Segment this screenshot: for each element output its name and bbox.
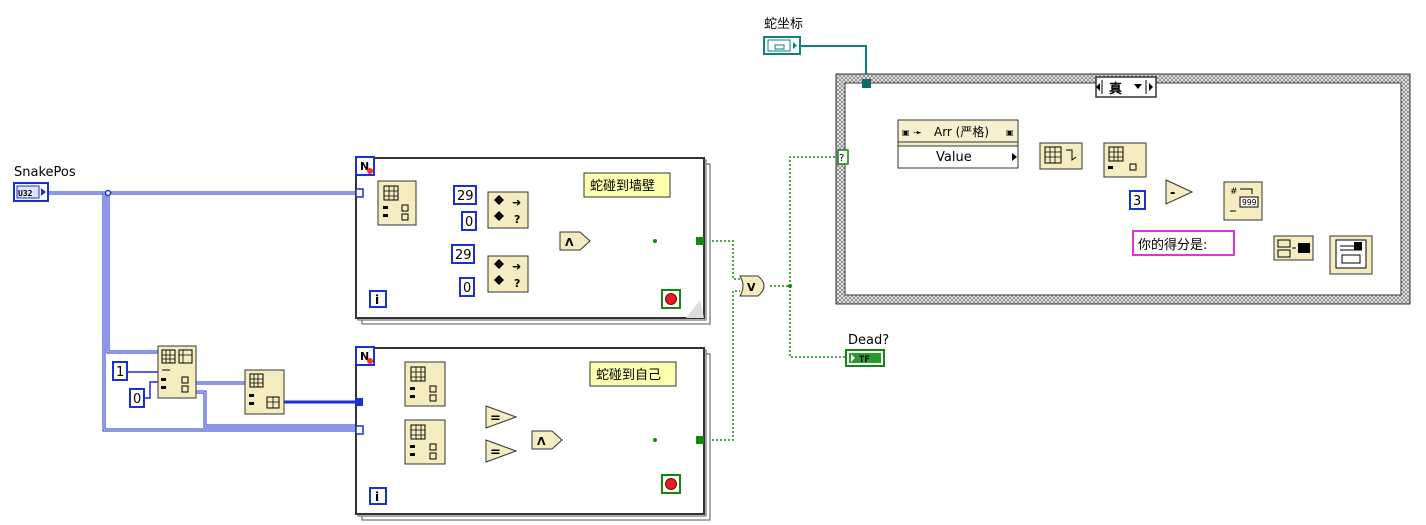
snake-coord-control[interactable]: 蛇坐标	[763, 17, 803, 55]
array-size-node[interactable]	[1039, 142, 1083, 170]
equal-node-a[interactable]: =	[485, 405, 518, 429]
snake-coord-label: 蛇坐标	[764, 17, 803, 32]
svg-text:▣: ▣	[902, 128, 910, 137]
case-selector[interactable]: 真	[1095, 76, 1157, 98]
index-array-node-self-a[interactable]	[404, 361, 446, 407]
case-selector-value: 真	[1109, 81, 1122, 97]
svg-text:?: ?	[839, 153, 844, 164]
svg-text:-: -	[1170, 186, 1175, 201]
svg-text:N: N	[360, 350, 369, 363]
case-selector-terminal[interactable]	[837, 149, 849, 165]
in-range-node-b[interactable]: ➜ ?	[487, 255, 529, 293]
wall-comment: 蛇碰到墙壁	[590, 179, 655, 194]
index-array-node-self-b[interactable]	[404, 419, 446, 465]
wire-junctions	[104, 189, 792, 442]
prev-case-icon[interactable]	[1096, 83, 1100, 91]
svg-text:?: ?	[514, 213, 520, 226]
array-subset-node[interactable]	[157, 345, 197, 399]
constant-0-b[interactable]: 0	[459, 277, 475, 297]
for-loop-self[interactable]: N i 蛇碰到自己 = =	[355, 346, 711, 521]
constant-29-a[interactable]: 29	[453, 185, 477, 205]
index-array-node[interactable]	[377, 180, 417, 226]
svg-text:=: =	[490, 411, 501, 426]
snakepos-label: SnakePos	[14, 165, 76, 180]
for-loop-wall[interactable]: N i 蛇碰到墙壁 29 0 29	[355, 156, 711, 325]
snakepos-control[interactable]: SnakePos U32	[13, 165, 76, 202]
case-structure[interactable]: 真 ?	[835, 73, 1411, 305]
one-button-dialog-node[interactable]	[1329, 235, 1373, 275]
constant-3[interactable]: 3	[1129, 190, 1146, 210]
case-dropdown-icon[interactable]	[1134, 84, 1142, 89]
index-array-node-pre[interactable]	[244, 369, 285, 415]
svg-text:999: 999	[1242, 198, 1257, 207]
snakepos-type: U32	[18, 189, 33, 198]
and-node-wall[interactable]: Λ	[559, 231, 591, 251]
score-string-text: 你的得分是:	[1138, 237, 1207, 253]
svg-text:?: ?	[514, 277, 520, 290]
constant-29-b[interactable]: 29	[451, 244, 475, 264]
svg-text:29: 29	[455, 248, 472, 263]
svg-text:Λ: Λ	[565, 236, 574, 249]
dead-label: Dead?	[848, 333, 889, 348]
iteration-icon	[369, 290, 387, 308]
dead-indicator[interactable]: Dead? TF	[845, 333, 889, 367]
subtract-node[interactable]: -	[1165, 179, 1194, 205]
index-array-node-case[interactable]	[1103, 142, 1147, 178]
unbundle-header: Arr (严格)	[934, 124, 989, 139]
svg-text:=: =	[490, 445, 501, 460]
svg-text:V: V	[747, 281, 756, 294]
and-node-self[interactable]: Λ	[531, 430, 563, 450]
stop-terminal-wall[interactable]	[661, 289, 681, 309]
stop-terminal-self[interactable]	[661, 474, 681, 494]
svg-text:1: 1	[116, 365, 124, 380]
svg-text:0: 0	[133, 392, 141, 407]
svg-text:➜: ➜	[512, 196, 521, 209]
svg-text:➜: ➜	[512, 260, 521, 273]
iteration-label: i	[375, 293, 379, 307]
format-value-node[interactable]: # 999	[1223, 181, 1263, 221]
constant-1[interactable]: 1	[112, 361, 128, 381]
unbundle-property: Value	[936, 150, 972, 165]
concatenate-node[interactable]	[1273, 235, 1314, 261]
iteration-icon-self	[369, 487, 387, 505]
svg-text:➛: ➛	[913, 126, 922, 139]
svg-text:0: 0	[465, 215, 473, 230]
score-string-constant[interactable]: 你的得分是:	[1132, 230, 1235, 256]
dead-type: TF	[859, 355, 870, 365]
self-comment: 蛇碰到自己	[596, 368, 661, 383]
or-node[interactable]: V	[739, 275, 765, 297]
svg-text:i: i	[375, 490, 379, 504]
next-case-icon[interactable]	[1149, 83, 1153, 91]
svg-text:#: #	[1230, 187, 1238, 197]
svg-text:▣: ▣	[1006, 128, 1014, 137]
svg-text:3: 3	[1133, 194, 1141, 209]
constant-0-c[interactable]: 0	[129, 388, 145, 408]
svg-text:Λ: Λ	[537, 435, 546, 448]
in-range-node-a[interactable]: ➜ ?	[487, 191, 529, 229]
wire-snakepos-down[interactable]	[106, 193, 160, 354]
svg-text:0: 0	[463, 281, 471, 296]
unbundle-node[interactable]: ▣ ➛ Arr (严格) ▣ Value	[897, 119, 1019, 169]
loop-count-label: N	[360, 160, 369, 173]
constant-0-a[interactable]: 0	[461, 211, 477, 231]
svg-text:29: 29	[457, 189, 474, 204]
equal-node-b[interactable]: =	[485, 439, 518, 463]
